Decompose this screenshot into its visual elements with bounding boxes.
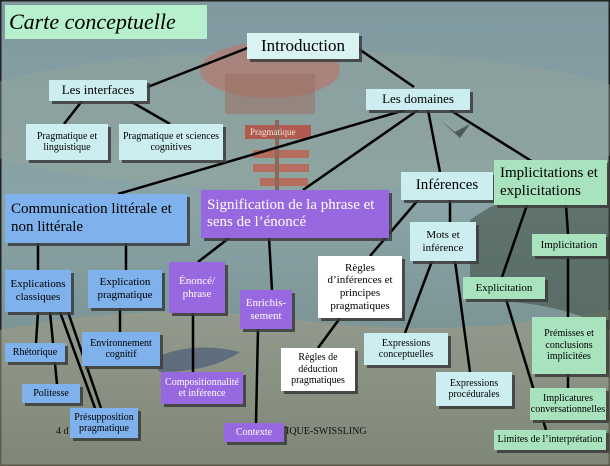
node-mots-inference: Mots et inférence	[410, 222, 476, 261]
footer-right-text: IQUE-SWISSLING	[286, 426, 367, 437]
node-regles-inferences: Règles d’inférences et principes pragmat…	[318, 256, 402, 318]
edge-signification-enonce	[197, 237, 230, 263]
edge-domaines-inferences	[426, 109, 442, 173]
node-explications-classiques: Explications classiques	[5, 270, 71, 312]
node-regles-deduction: Règles de déduction pragmatiques	[281, 348, 355, 391]
node-premisses: Prémisses et conclusions implicitées	[532, 317, 606, 374]
node-domaines: Les domaines	[366, 89, 470, 110]
node-presupposition: Présupposition pragmatique	[70, 408, 138, 438]
node-signification: Signification de la phrase et sens de l’…	[201, 190, 389, 238]
edge-intro-interfaces	[144, 45, 251, 90]
node-compositionnalite: Compositionnalité et inférence	[161, 372, 243, 404]
sign-label: Pragmatique	[250, 127, 296, 137]
footer-left-text: 4 d	[56, 426, 69, 437]
node-enrichissement: Enrichis-sement	[240, 290, 292, 329]
node-introduction: Introduction	[247, 33, 359, 59]
edge-intro-domaines	[355, 45, 415, 89]
node-enonce-phrase: Énoncé/ phrase	[169, 262, 225, 313]
slide-title: Carte conceptuelle	[5, 5, 207, 39]
node-expressions-procedurales: Expressions procédurales	[436, 372, 512, 406]
node-explicitation: Explicitation	[463, 277, 545, 299]
edge-interfaces-linguistique	[63, 100, 83, 125]
edge-domaines-signification	[302, 108, 419, 192]
node-implicitation: Implicitation	[532, 234, 606, 256]
node-communication: Communication littérale et non littérale	[5, 194, 187, 243]
edge-domaines-communication	[117, 108, 406, 196]
edge-signification-enrichissement	[267, 237, 274, 291]
node-inferences: Inférences	[401, 172, 493, 200]
edge-enrichissement-contexte	[254, 328, 260, 424]
node-pragmatique-linguistique: Pragmatique et linguistique	[26, 124, 108, 160]
edge-mots-conceptuelles	[403, 260, 434, 334]
edge-inferences-regles	[369, 199, 419, 257]
node-implicitations-explicitations: Implicitations et explicitations	[494, 160, 607, 205]
edge-implicitations-explicitation	[500, 204, 529, 278]
edge-interfaces-sciences	[129, 99, 171, 126]
node-explication-pragmatique: Explication pragmatique	[88, 270, 162, 308]
node-implicatures: Implicatures conversationnelles	[530, 388, 606, 420]
edge-classiques-presupposition	[58, 311, 97, 409]
node-pragmatique-sciences: Pragmatique et sciences cognitives	[119, 124, 223, 160]
node-rhetorique: Rhétorique	[5, 343, 65, 362]
node-expressions-conceptuelles: Expressions conceptuelles	[364, 333, 448, 365]
node-politesse: Politesse	[22, 384, 80, 403]
edge-domaines-implicitations	[449, 108, 534, 164]
edge-implicitations-implicitation	[564, 204, 570, 235]
node-interfaces: Les interfaces	[49, 80, 147, 101]
edge-regles-deduction	[316, 317, 342, 349]
node-limites: Limites de l’interprétation	[494, 430, 606, 450]
edge-mots-procedurales	[453, 260, 472, 373]
node-environnement-cognitif: Environnement cognitif	[82, 332, 160, 366]
edge-classiques-rhetorique	[34, 311, 40, 344]
node-contexte: Contexte	[224, 423, 284, 442]
